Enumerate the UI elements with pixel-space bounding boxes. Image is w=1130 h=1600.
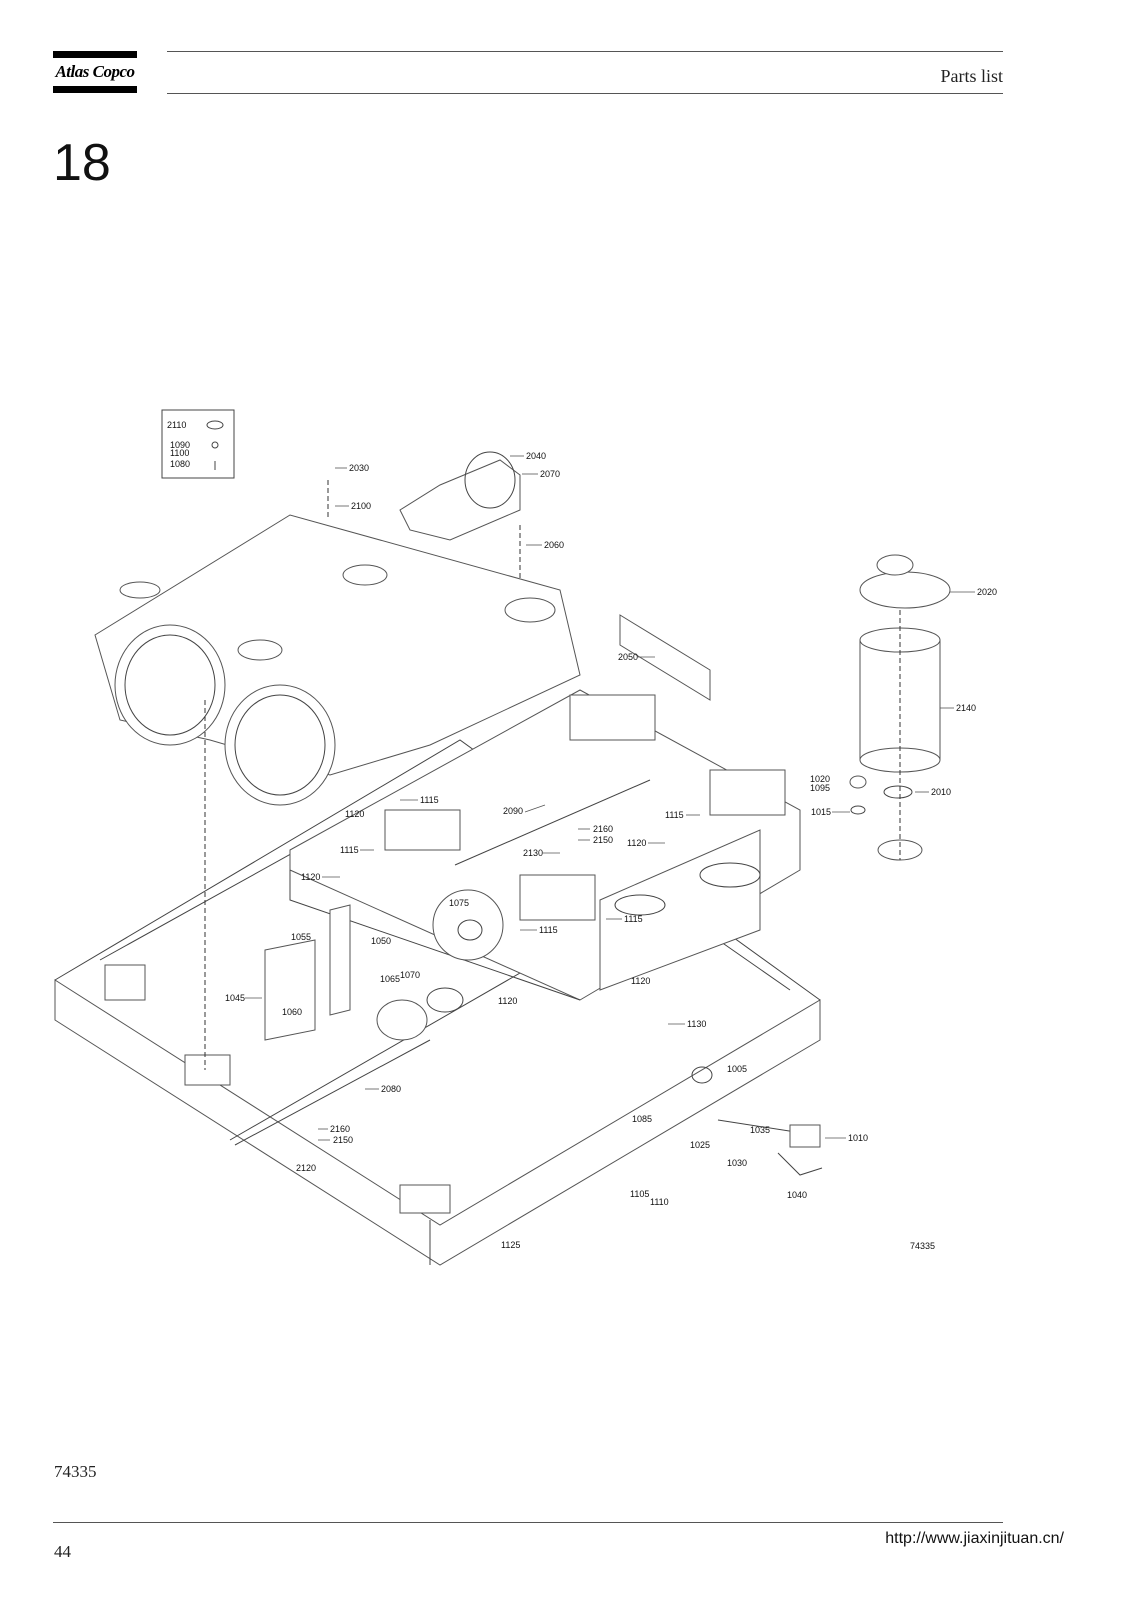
callout-1085: 1085: [632, 1114, 652, 1124]
callout-2040: 2040: [526, 451, 546, 461]
callout-1030: 1030: [727, 1158, 747, 1168]
page-number: 44: [54, 1542, 71, 1561]
callout-2090: 2090: [503, 806, 523, 816]
callout-2050: 2050: [618, 652, 638, 662]
callout-2130: 2130: [523, 848, 543, 858]
callout-1125: 1125: [501, 1240, 520, 1250]
callout-1045: 1045: [225, 993, 245, 1003]
callout-2030: 2030: [349, 463, 369, 473]
callout-2120: 2120: [296, 1163, 316, 1173]
callout-1025: 1025: [690, 1140, 710, 1150]
callout-1055: 1055: [291, 932, 311, 942]
callout-2140: 2140: [956, 703, 976, 713]
callout-2100: 2100: [351, 501, 371, 511]
callout-2080: 2080: [381, 1084, 401, 1094]
motor: [399, 459, 521, 541]
callout-2150-a: 2150: [593, 835, 613, 845]
callout-1105: 1105: [630, 1189, 649, 1199]
callout-1120-e: 1120: [498, 996, 517, 1006]
callout-1115-a: 1115: [420, 795, 439, 805]
callout-1130: 1130: [687, 1019, 706, 1029]
logo-bar-bottom: [53, 86, 137, 93]
callout-1120-d: 1120: [631, 976, 650, 986]
logo-text: Atlas Copco: [55, 62, 135, 81]
callout-1070: 1070: [400, 970, 420, 980]
callout-1090: 1090: [170, 440, 190, 450]
callout-1120-c: 1120: [301, 872, 320, 882]
callout-1115-b: 1115: [665, 810, 684, 820]
section-number: 18: [53, 134, 111, 192]
callout-2160-a: 2160: [593, 824, 613, 834]
callout-1015: 1015: [811, 807, 831, 817]
callout-2070: 2070: [540, 469, 560, 479]
callout-2110: 2110: [167, 420, 186, 430]
callout-2010: 2010: [931, 787, 951, 797]
callout-1095: 1095: [810, 783, 830, 793]
drawing-number: 74335: [910, 1241, 935, 1251]
callout-1040: 1040: [787, 1190, 807, 1200]
callout-1115-e: 1115: [624, 914, 643, 924]
logo-bar-top: [53, 51, 137, 58]
detail-circle: [432, 889, 504, 961]
footer-rule: [53, 1522, 1003, 1523]
callout-1115-d: 1115: [539, 925, 558, 935]
callout-2150-b: 2150: [333, 1135, 353, 1145]
callout-2060: 2060: [544, 540, 564, 550]
filter-cap: [859, 571, 951, 609]
site-url: http://www.jiaxinjituan.cn/: [885, 1530, 1064, 1547]
inset-box: [161, 409, 235, 479]
callout-2160-b: 2160: [330, 1124, 350, 1134]
callout-1080: 1080: [170, 459, 190, 469]
callout-1100: 1100: [170, 448, 189, 458]
callout-1060: 1060: [282, 1007, 302, 1017]
header-rule-top: [167, 51, 1003, 52]
callout-1035: 1035: [750, 1125, 770, 1135]
callout-1115-c: 1115: [340, 845, 359, 855]
figure-reference: 74335: [54, 1462, 97, 1481]
callout-1120-b: 1120: [627, 838, 646, 848]
header-title: Parts list: [940, 66, 1003, 86]
callout-1020: 1020: [810, 774, 830, 784]
callout-1065: 1065: [380, 974, 400, 984]
header-rule-bottom: [167, 93, 1003, 94]
callout-2020: 2020: [977, 587, 997, 597]
callout-1010: 1010: [848, 1133, 868, 1143]
callout-1050: 1050: [371, 936, 391, 946]
callout-1075: 1075: [449, 898, 469, 908]
callout-1110: 1110: [650, 1197, 669, 1207]
callout-1005: 1005: [727, 1064, 747, 1074]
callout-1120-a: 1120: [345, 809, 364, 819]
atlas-copco-logo: Atlas Copco: [53, 51, 137, 93]
